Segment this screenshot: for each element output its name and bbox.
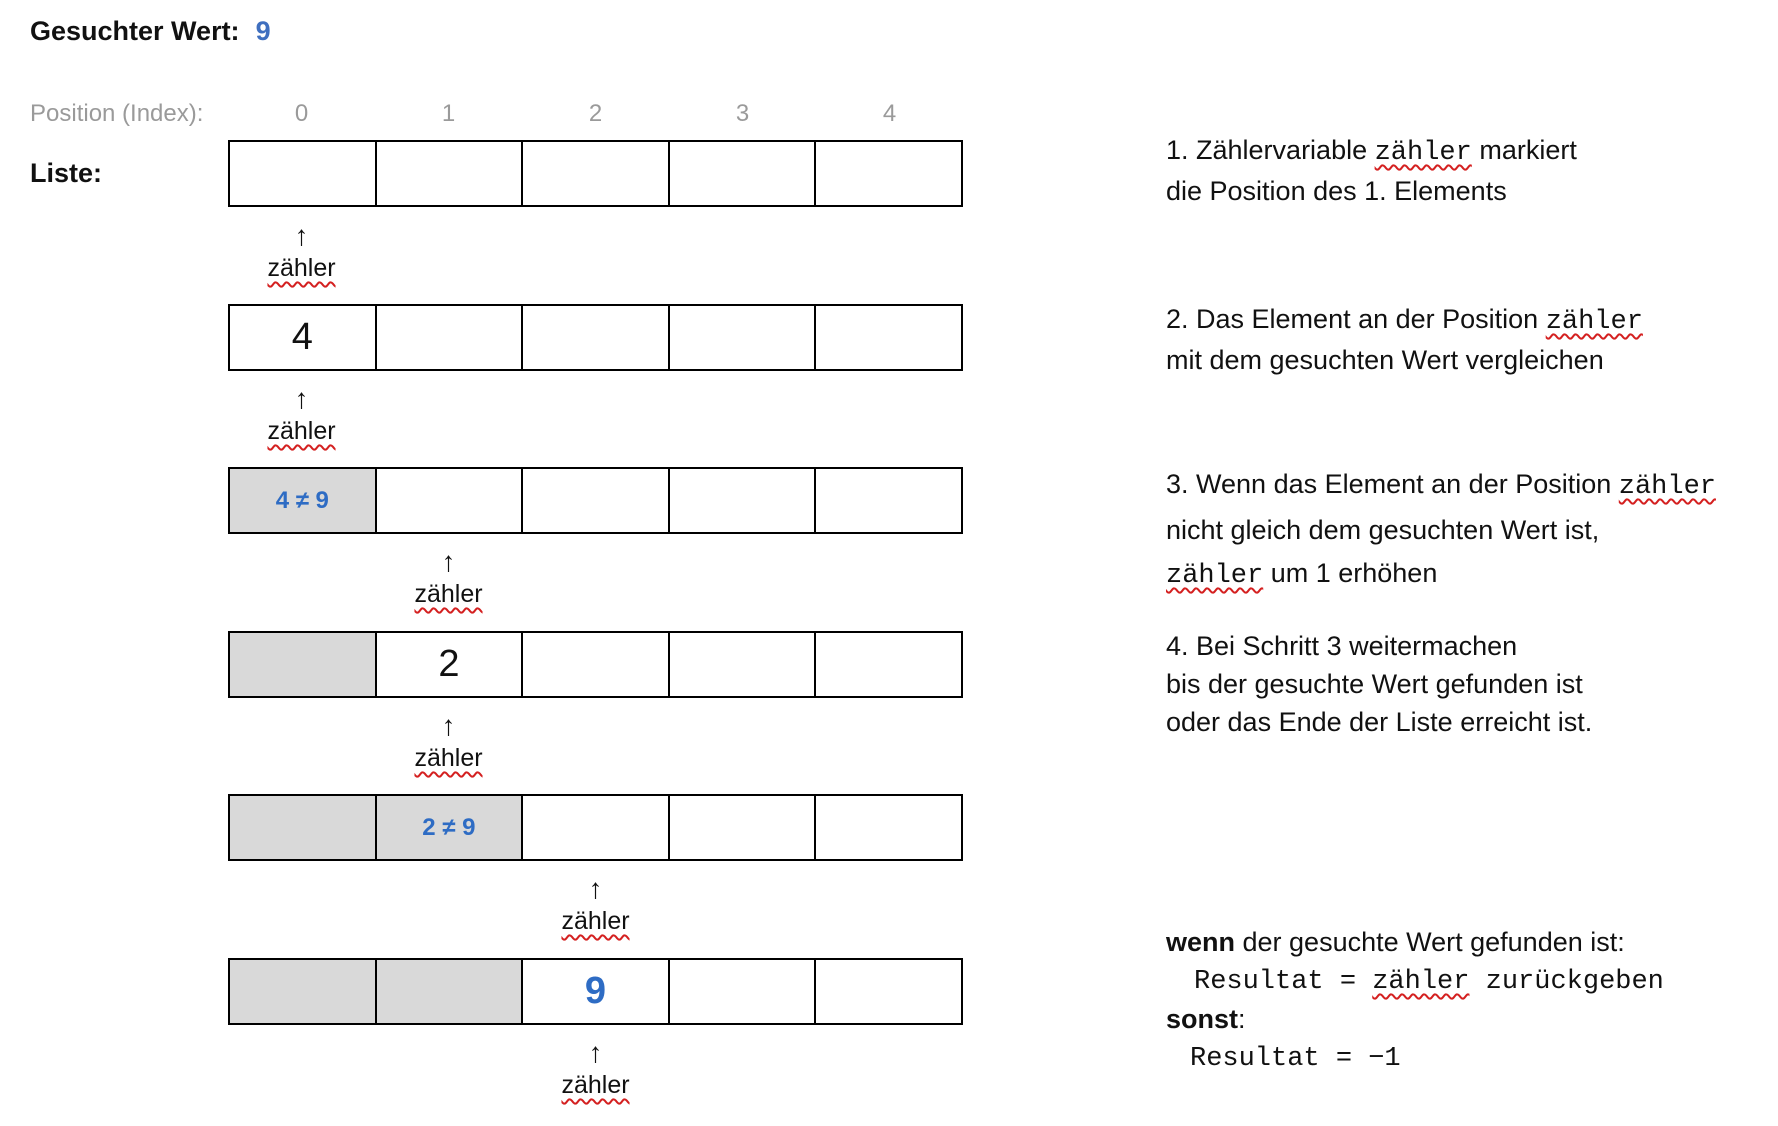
step-3-line-3: um 1 erhöhen	[1263, 558, 1438, 588]
counter-label: zähler	[561, 1071, 630, 1099]
comparison-cell: 4 ≠ 9	[228, 467, 377, 534]
search-value-label: Gesuchter Wert:	[30, 16, 240, 46]
counter-code: zähler	[1618, 472, 1716, 502]
step-2-text: 2. Das Element an der Position zähler mi…	[1166, 300, 1766, 379]
step-3-line: 3. Wenn das Element an der Position	[1166, 469, 1619, 499]
list-row-step-2: 4	[228, 304, 963, 371]
up-arrow-icon: ↑	[588, 873, 603, 904]
list-row-step-5: 2 ≠ 9	[228, 794, 963, 861]
list-cell	[228, 140, 377, 207]
list-cell	[228, 794, 377, 861]
search-value: 9	[255, 16, 271, 46]
step-3-text: 3. Wenn das Element an der Position zähl…	[1166, 463, 1766, 598]
counter-code: zähler	[1545, 307, 1643, 337]
counter-code: zähler	[1372, 967, 1470, 997]
step-1-line-2: die Position des 1. Elements	[1166, 176, 1507, 206]
list-cell	[667, 467, 817, 534]
list-cell	[667, 794, 817, 861]
counter-code: zähler	[1374, 138, 1472, 168]
list-cell	[521, 140, 670, 207]
counter-pointer: ↑ zähler	[228, 385, 375, 444]
search-value-header: Gesuchter Wert: 9	[30, 16, 271, 47]
result-if-condition: der gesuchte Wert gefunden ist:	[1235, 927, 1625, 957]
counter-label: zähler	[267, 254, 336, 282]
up-arrow-icon: ↑	[294, 220, 309, 251]
step-2-line-2: mit dem gesuchten Wert vergleichen	[1166, 345, 1604, 375]
step-4-text: 4. Bei Schritt 3 weitermachen bis der ge…	[1166, 627, 1766, 741]
result-return-text: zurückgeben	[1469, 967, 1664, 997]
else-colon: :	[1238, 1004, 1246, 1034]
list-cell	[667, 304, 817, 371]
step-4-line-3: oder das Ende der Liste erreicht ist.	[1166, 707, 1593, 737]
result-pseudocode: wenn der gesuchte Wert gefunden ist: Res…	[1166, 924, 1766, 1078]
step-4-line: 4. Bei Schritt 3 weitermachen	[1166, 631, 1518, 661]
list-cell: 2	[374, 631, 524, 698]
list-cell	[228, 958, 377, 1025]
list-cell	[814, 467, 963, 534]
list-row-step-1	[228, 140, 963, 207]
result-if-line: wenn der gesuchte Wert gefunden ist:	[1166, 924, 1766, 961]
index-label: Position (Index):	[30, 100, 204, 127]
list-cell	[374, 467, 524, 534]
step-2-line: 2. Das Element an der Position	[1166, 304, 1546, 334]
counter-label: zähler	[414, 744, 483, 772]
keyword-sonst: sonst	[1166, 1004, 1239, 1034]
step-1-text: 1. Zählervariable zähler markiert die Po…	[1166, 131, 1766, 210]
list-cell	[814, 140, 963, 207]
list-row-step-6: 9	[228, 958, 963, 1025]
step-1-line: 1. Zählervariable	[1166, 135, 1375, 165]
list-cell	[374, 958, 524, 1025]
list-row-step-4: 2	[228, 631, 963, 698]
counter-pointer: ↑ zähler	[228, 222, 375, 281]
counter-label: zähler	[414, 580, 483, 608]
keyword-wenn: wenn	[1166, 927, 1236, 957]
index-3: 3	[735, 100, 750, 127]
up-arrow-icon: ↑	[441, 710, 456, 741]
counter-pointer: ↑ zähler	[375, 548, 522, 607]
step-3-line-2: nicht gleich dem gesuchten Wert ist,	[1166, 515, 1600, 545]
list-cell	[667, 140, 817, 207]
list-cell	[374, 140, 524, 207]
up-arrow-icon: ↑	[588, 1037, 603, 1068]
list-cell	[228, 631, 377, 698]
list-cell	[521, 794, 670, 861]
result-assign: Resultat =	[1194, 967, 1373, 997]
result-minus-one: Resultat = −1	[1190, 1044, 1401, 1074]
counter-label: zähler	[561, 907, 630, 935]
index-2: 2	[588, 100, 603, 127]
counter-pointer: ↑ zähler	[522, 1039, 669, 1098]
list-cell	[814, 794, 963, 861]
list-cell	[814, 958, 963, 1025]
up-arrow-icon: ↑	[441, 546, 456, 577]
step-1-line-end: markiert	[1471, 135, 1577, 165]
index-4: 4	[882, 100, 897, 127]
result-else-value: Resultat = −1	[1166, 1038, 1766, 1078]
list-cell	[521, 631, 670, 698]
list-cell	[521, 467, 670, 534]
list-label: Liste:	[30, 158, 103, 188]
counter-pointer: ↑ zähler	[522, 875, 669, 934]
up-arrow-icon: ↑	[294, 383, 309, 414]
step-4-line-2: bis der gesuchte Wert gefunden ist	[1166, 669, 1583, 699]
result-return-line: Resultat = zähler zurückgeben	[1166, 961, 1766, 1001]
list-cell	[374, 304, 524, 371]
list-cell	[667, 631, 817, 698]
list-cell	[667, 958, 817, 1025]
list-row-step-3: 4 ≠ 9	[228, 467, 963, 534]
found-value-cell: 9	[521, 958, 670, 1025]
index-1: 1	[441, 100, 456, 127]
counter-pointer: ↑ zähler	[375, 712, 522, 771]
comparison-cell: 2 ≠ 9	[374, 794, 524, 861]
list-cell	[814, 304, 963, 371]
result-else-line: sonst:	[1166, 1001, 1766, 1038]
counter-code: zähler	[1166, 561, 1264, 591]
list-cell	[521, 304, 670, 371]
list-cell: 4	[228, 304, 377, 371]
index-0: 0	[294, 100, 309, 127]
counter-label: zähler	[267, 417, 336, 445]
list-cell	[814, 631, 963, 698]
